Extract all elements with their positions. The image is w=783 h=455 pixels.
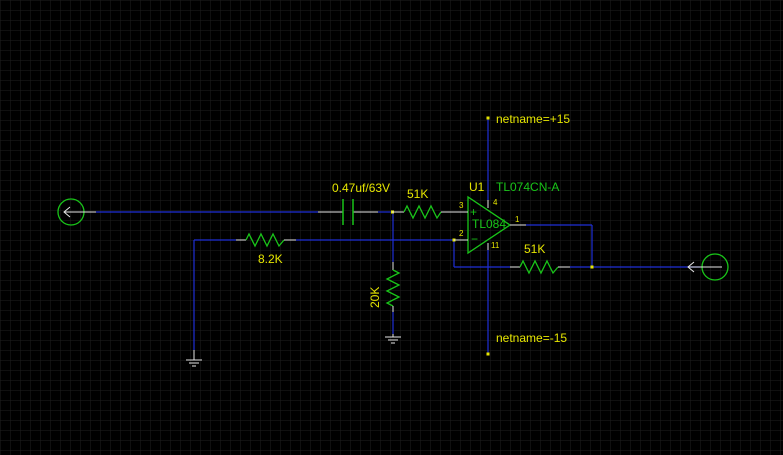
resistor-feedback[interactable] — [510, 259, 570, 275]
pin-number-3: 3 — [459, 201, 464, 210]
input-port-icon[interactable] — [57, 198, 96, 226]
vpos-net-dot — [486, 116, 490, 120]
opamp-body-label: TL084 — [472, 217, 506, 231]
resistor-bias[interactable] — [385, 262, 401, 312]
resistor-feedback-value-label: 51K — [524, 242, 545, 256]
pin-number-4: 4 — [493, 198, 498, 207]
ground-icon[interactable] — [186, 350, 202, 367]
opamp-plus-sign: + — [470, 205, 477, 219]
resistor-input[interactable] — [392, 204, 454, 220]
pin-number-1: 1 — [515, 215, 520, 224]
opamp-ref-label: U1 — [469, 180, 485, 194]
opamp-part-label: TL074CN-A — [496, 180, 559, 194]
output-port-icon[interactable] — [687, 253, 729, 281]
resistor-input-value-label: 51K — [407, 187, 428, 201]
ground-icon[interactable] — [385, 334, 401, 344]
resistor-gain[interactable] — [236, 232, 296, 248]
junction-dot — [590, 265, 594, 269]
resistor-bias-value-label: 20K — [368, 287, 382, 308]
opamp[interactable] — [454, 195, 526, 255]
wires — [96, 118, 700, 354]
pin-number-2: 2 — [459, 229, 464, 238]
pin-number-11: 11 — [491, 241, 500, 250]
vpos-net-label: netname=+15 — [496, 112, 570, 126]
vneg-net-dot — [486, 352, 490, 356]
capacitor-value-label: 0.47uf/63V — [332, 181, 390, 195]
vneg-net-label: netname=-15 — [496, 331, 567, 345]
opamp-minus-sign: − — [471, 232, 478, 246]
capacitor[interactable] — [318, 199, 378, 225]
resistor-gain-value-label: 8.2K — [258, 252, 283, 266]
